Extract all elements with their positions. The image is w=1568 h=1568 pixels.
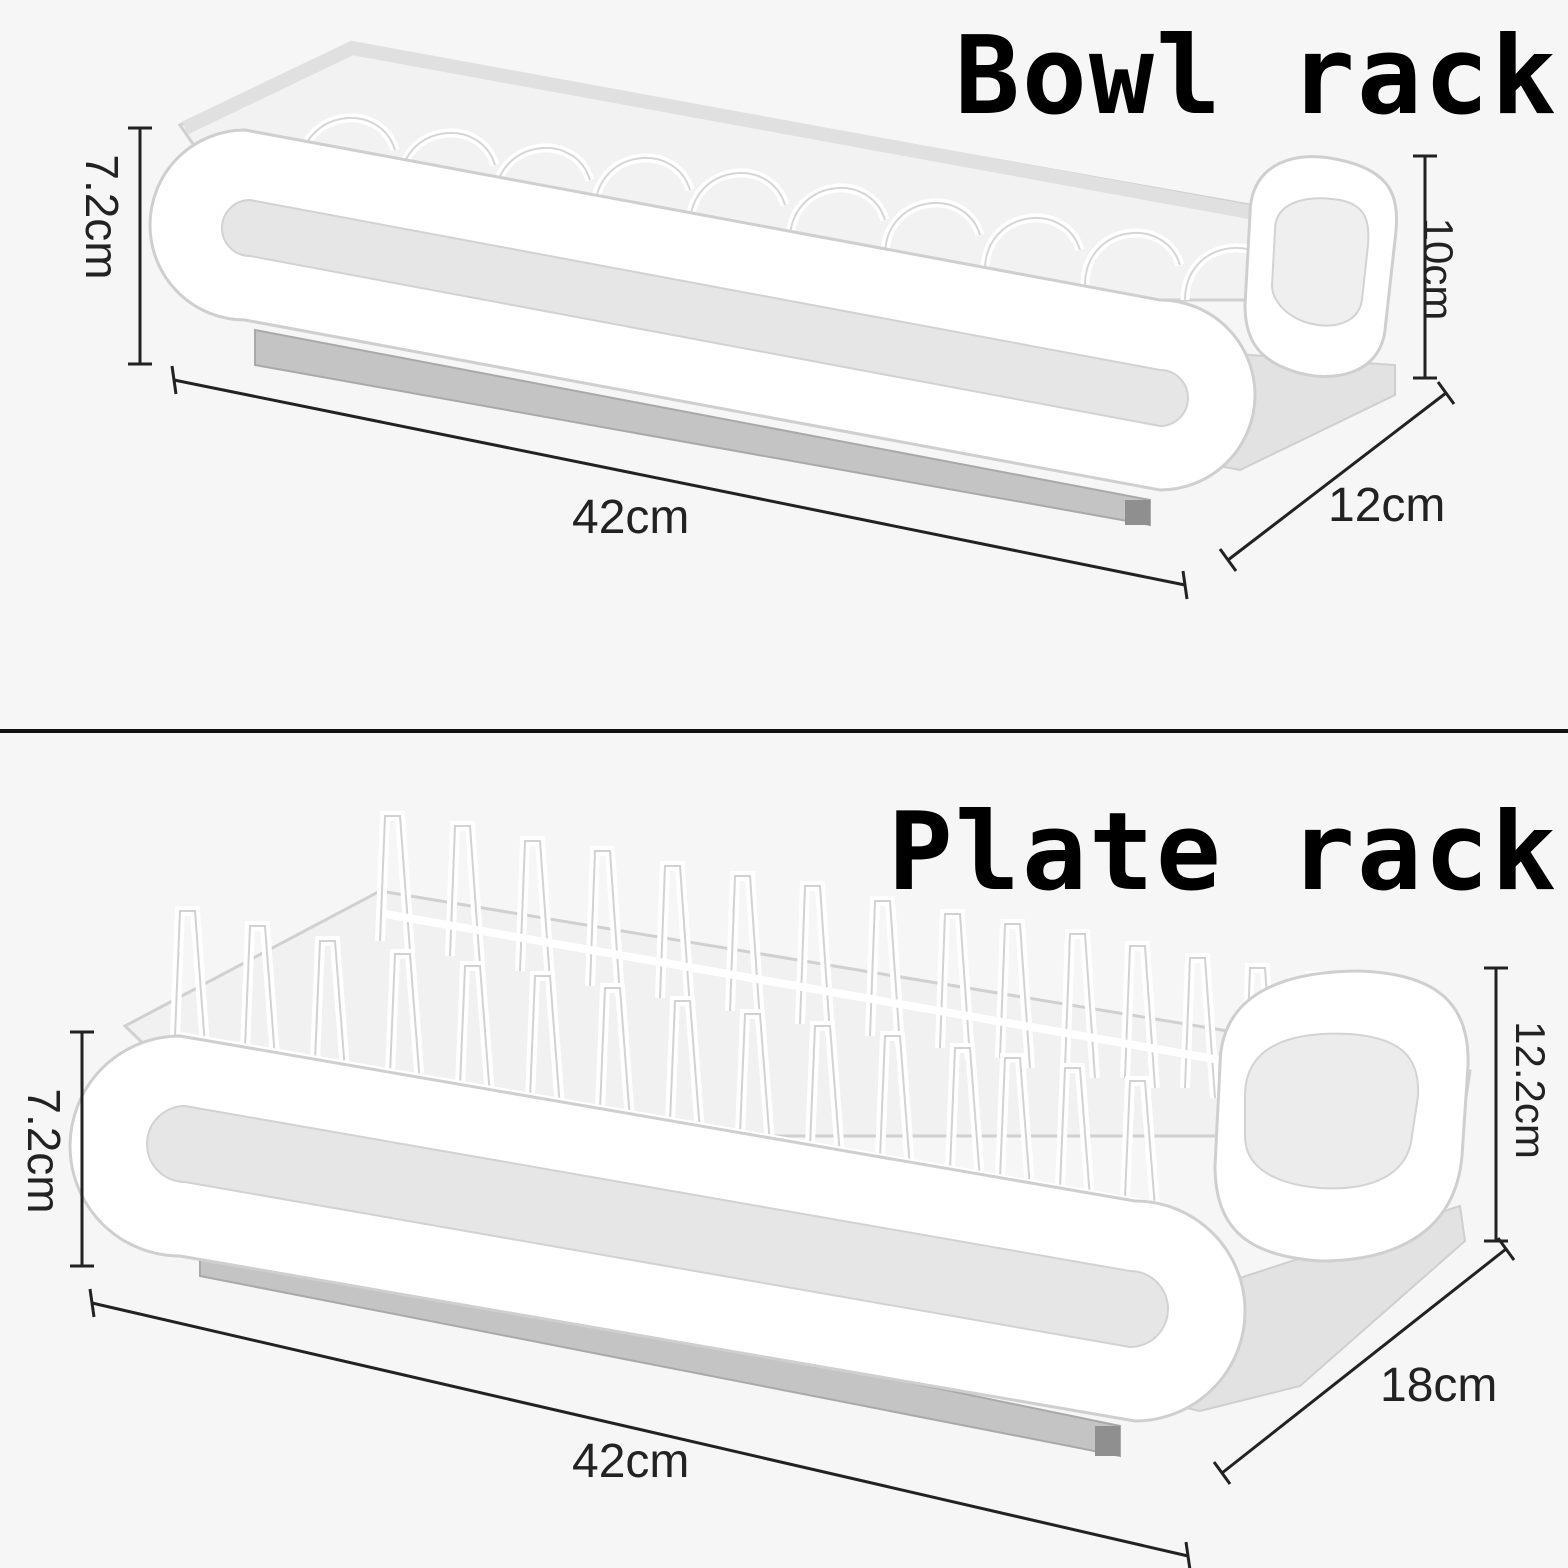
plate-height-left-label: 7.2cm <box>18 1088 70 1214</box>
plate-depth-label: 18cm <box>1380 1359 1498 1412</box>
bowl-rack-illustration <box>128 40 1456 600</box>
plate-height-right-label: 12.2cm <box>1507 1021 1554 1159</box>
bowl-height-right-label: 10cm <box>1415 217 1462 321</box>
bowl-width-label: 42cm <box>572 491 690 544</box>
plate-rack-title: Plate rack <box>887 790 1558 915</box>
bowl-rack-title: Bowl rack <box>954 14 1558 139</box>
bowl-height-left-label: 7.2cm <box>76 154 128 280</box>
plate-rack-panel: Plate rack 42cm 18cm 7.2cm 12.2cm <box>0 736 1568 1568</box>
bowl-depth-label: 12cm <box>1328 479 1446 532</box>
plate-width-label: 42cm <box>572 1435 690 1488</box>
plate-rack-illustration <box>68 811 1516 1568</box>
plate-dimension-lines <box>70 966 1516 1568</box>
bowl-dimension-lines <box>128 126 1456 600</box>
bowl-rack-panel: Bowl rack 42cm 12cm 7.2cm 10cm <box>0 0 1568 730</box>
section-divider <box>0 729 1568 733</box>
